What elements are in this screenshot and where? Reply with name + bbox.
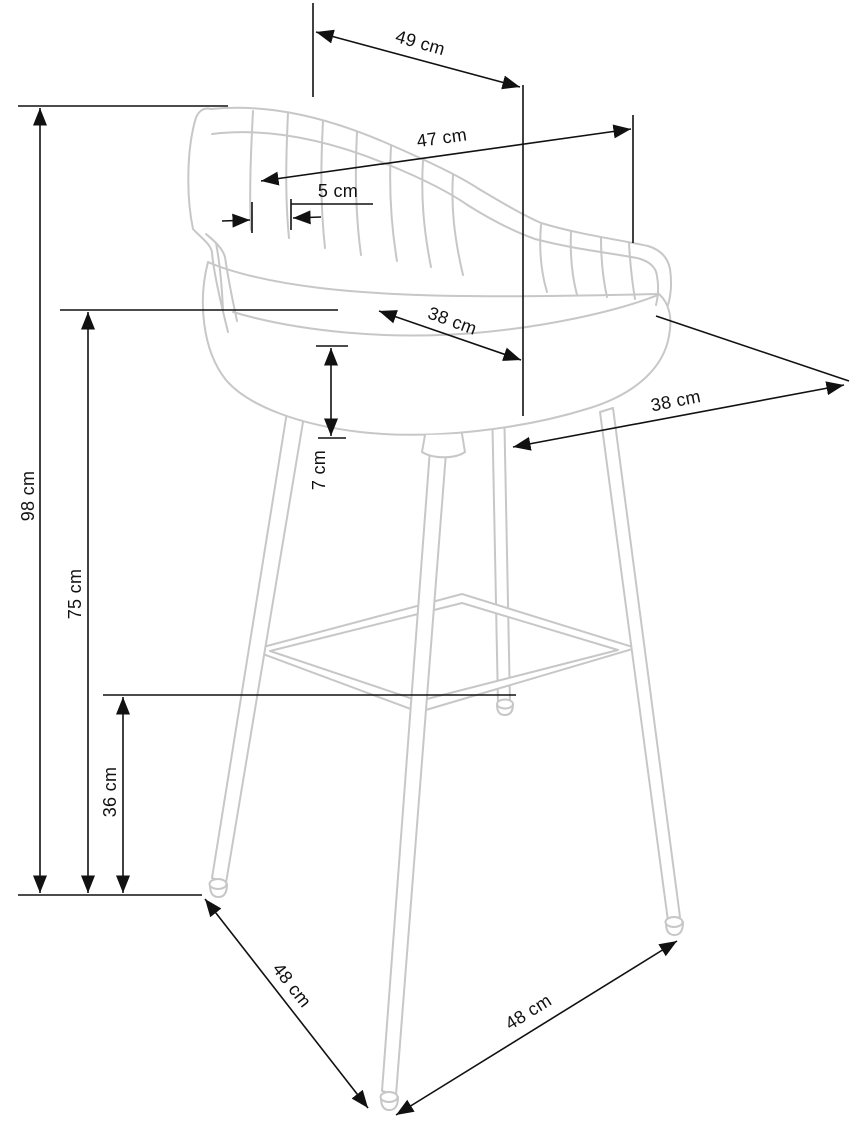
dim-label-base-depth: 48 cm: [269, 959, 316, 1011]
dimension-cushion-thickness: 7 cm: [309, 345, 348, 490]
dimension-armrest-thickness: 5 cm: [221, 181, 373, 233]
chair-leg-right: [599, 407, 681, 922]
chair-seat-mount: [421, 433, 466, 459]
chair-leg-left: [211, 411, 305, 884]
chair-foot-left-cap: [208, 878, 228, 890]
dim-label-footrest-height: 36 cm: [100, 767, 120, 818]
chair-foot-front-cap: [379, 1091, 399, 1103]
dimension-base-width: 48 cm: [395, 940, 678, 1116]
chair-backrest-inner-top: [211, 131, 660, 306]
chair-armrest-stitching-left: [215, 242, 224, 311]
dimension-total-height: 98 cm: [18, 105, 228, 896]
chair-foot-back-cap: [496, 698, 514, 710]
chair-leg-back: [491, 401, 511, 705]
dim-label-total-height: 98 cm: [18, 471, 38, 522]
dimension-footrest-height: 36 cm: [100, 694, 516, 893]
dim-label-cushion-thickness: 7 cm: [309, 450, 329, 490]
chair-backrest-inner-left: [205, 233, 238, 322]
dimension-armrest-span: 47 cm: [260, 115, 634, 243]
chair-leg-front: [381, 435, 448, 1096]
dim-label-seat-width: 38 cm: [649, 386, 702, 415]
dim-label-armrest-span: 47 cm: [415, 124, 468, 151]
chair-armrest-stitching-right: [539, 224, 636, 300]
dim-label-armrest-thickness: 5 cm: [318, 181, 358, 201]
dim-label-base-width: 48 cm: [502, 990, 555, 1034]
chair-illustration: [187, 106, 684, 1111]
dimension-seat-height: 75 cm: [60, 309, 338, 893]
chair-foot-right-cap: [664, 916, 684, 928]
dim-label-seat-height: 75 cm: [65, 569, 85, 620]
dimension-base-depth: 48 cm: [204, 898, 369, 1109]
chair-seat-cushion: [201, 261, 672, 436]
